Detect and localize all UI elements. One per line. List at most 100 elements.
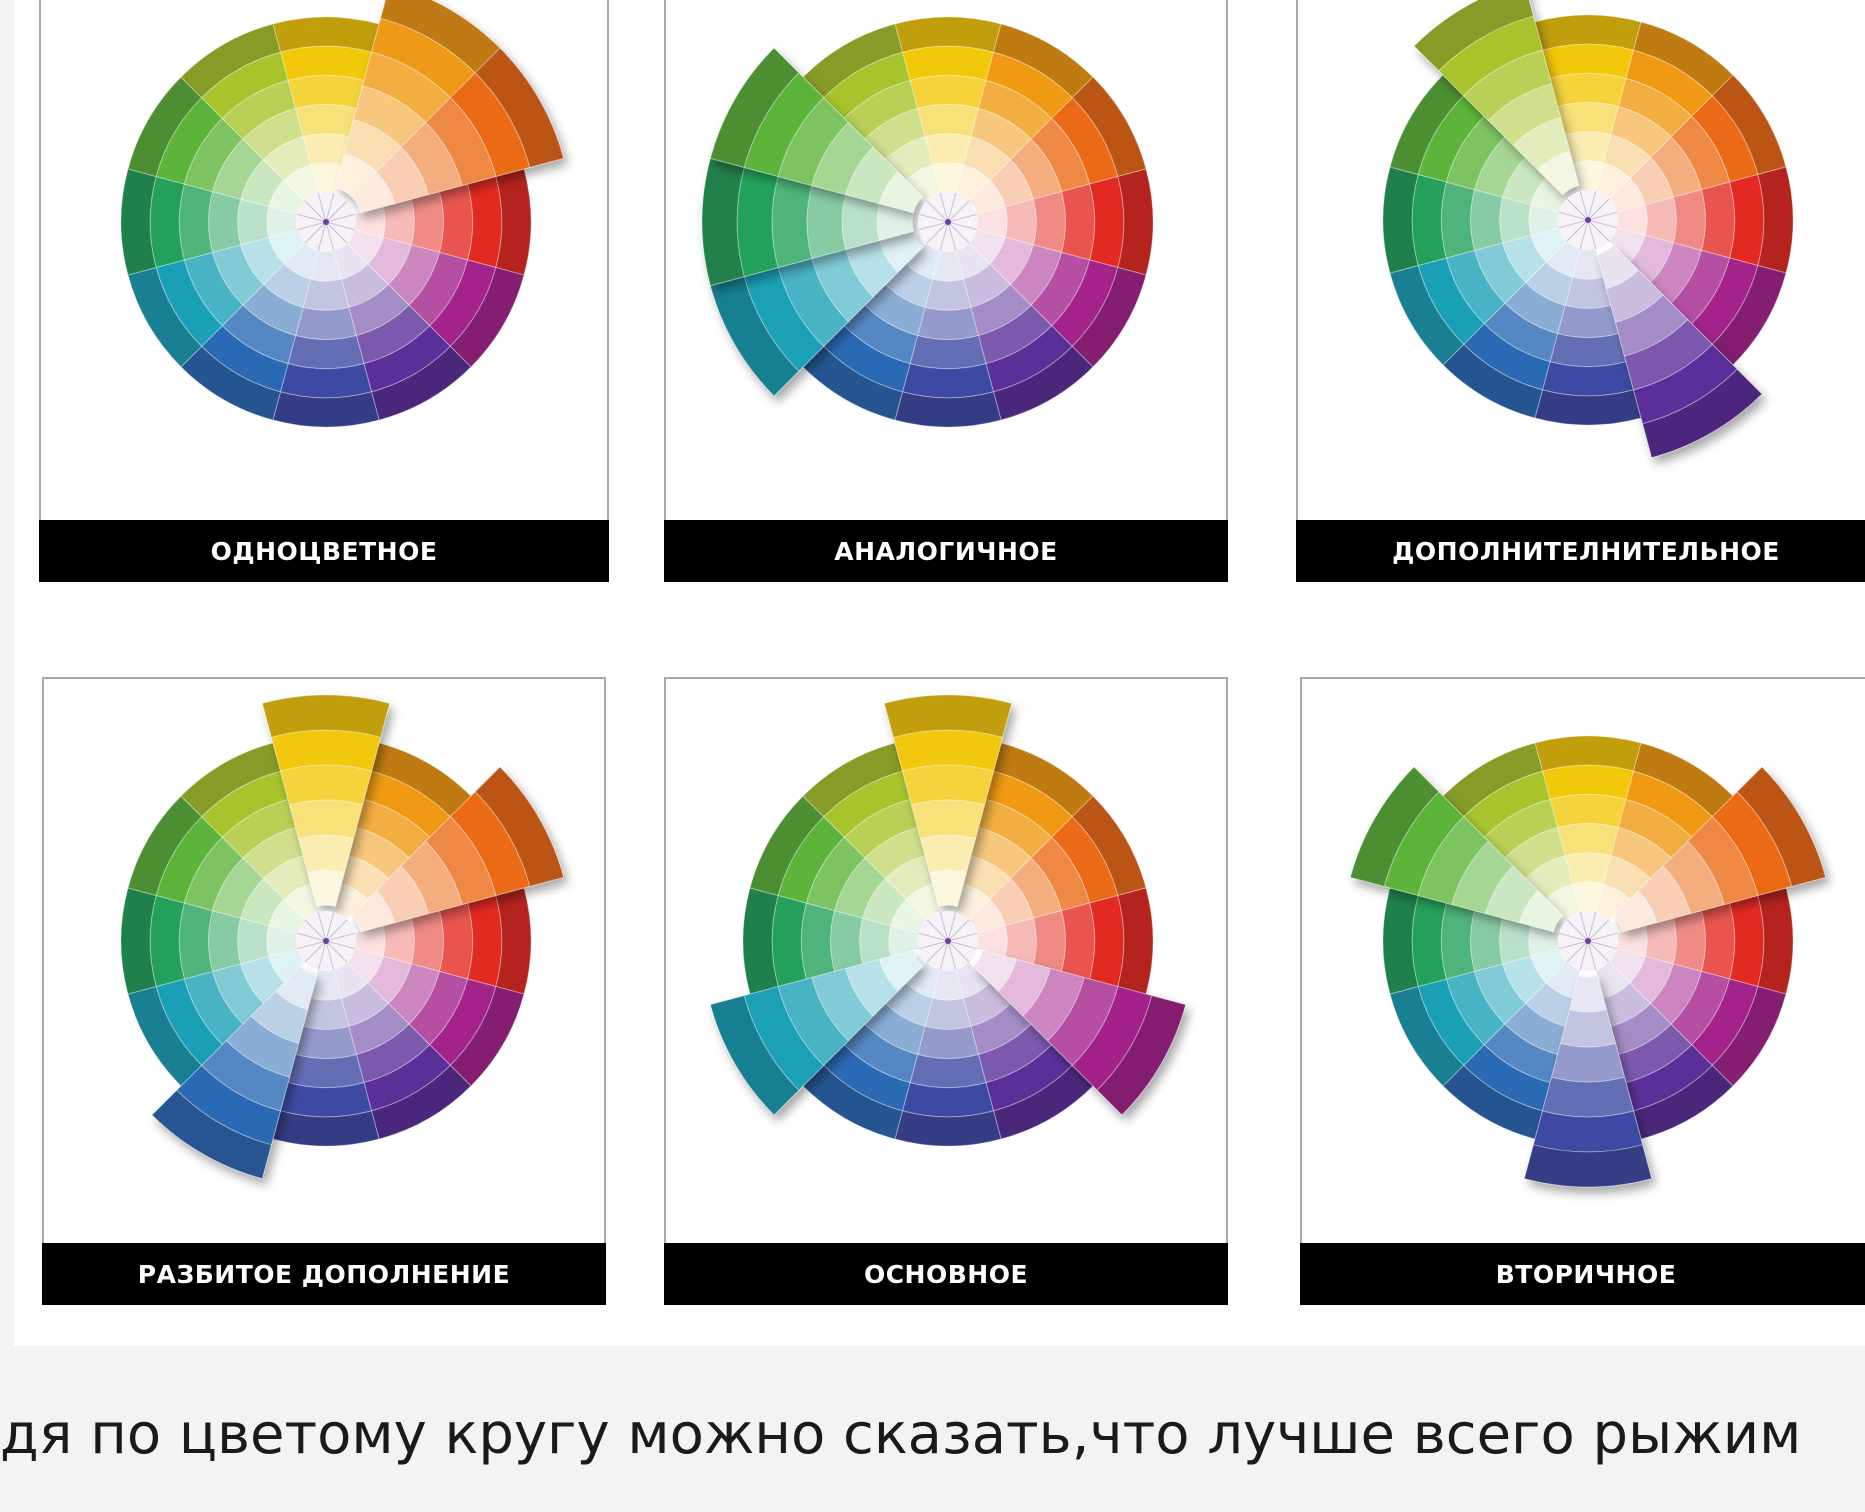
wheel-segment — [354, 168, 532, 276]
wheel-cell — [1089, 894, 1125, 988]
wheel-cell — [709, 47, 800, 169]
wheel-cell — [438, 183, 474, 261]
harmony-card-analogous: АНАЛОГИЧНОЕ — [664, 0, 1228, 582]
wheel-segment — [1616, 887, 1794, 995]
wheel-cell — [1060, 183, 1096, 261]
wheel-cell — [1462, 323, 1551, 391]
wheel-cell — [1549, 793, 1627, 829]
harmony-label: ОДНОЦВЕТНОЕ — [39, 520, 609, 582]
primary-triad-color-wheel-icon — [709, 694, 1187, 1147]
wheel-segment — [976, 887, 1154, 995]
wheel-cell — [771, 175, 813, 269]
wheel-hub-spoke — [317, 911, 327, 942]
wheel-cell — [180, 345, 282, 421]
wheel-cell — [1700, 902, 1736, 980]
wheel-center-dot — [323, 219, 329, 225]
wheel-hub-spoke — [947, 940, 957, 971]
wheel-cell — [149, 175, 185, 269]
wheel-cell — [270, 729, 382, 772]
wheel-hub-spoke — [296, 213, 327, 223]
wheel-cell — [1700, 181, 1736, 259]
wheel-segment — [151, 965, 318, 1180]
harmony-label: АНАЛОГИЧНОЕ — [664, 520, 1228, 582]
wheel-hub-spoke — [926, 221, 949, 244]
wheel-cell — [1644, 196, 1677, 244]
wheel-hub-spoke — [325, 200, 348, 223]
wheel-cell — [806, 184, 847, 260]
wheel-segment — [127, 795, 306, 934]
wheel-cell — [910, 799, 986, 840]
wheel-cell — [1541, 764, 1635, 800]
wheel-hub-spoke — [947, 940, 978, 950]
complementary-color-wheel-icon — [1382, 0, 1794, 459]
wheel-cell — [894, 16, 1002, 53]
wheel-cell — [1442, 742, 1544, 818]
wheel-segment — [120, 887, 298, 995]
wheel-cell — [924, 278, 972, 311]
wheel-segment — [1382, 887, 1560, 995]
wheel-cell — [382, 917, 415, 965]
wheel-cell — [883, 694, 1013, 738]
secondary-triad-color-wheel-icon — [1349, 735, 1827, 1188]
wheel-cell — [1564, 131, 1612, 164]
wheel-cell — [1523, 1144, 1653, 1188]
wheel-hub-spoke — [1579, 190, 1589, 221]
wheel-segment — [955, 23, 1094, 202]
wheel-cell — [221, 304, 297, 365]
wheel-segment — [272, 16, 380, 194]
color-harmony-sheet: ОДНОЦВЕТНОЕ АНАЛОГИЧНОЕ ДОПОЛНИТЕЛНИТЕЛЬ… — [14, 0, 1865, 1346]
wheel-cell — [262, 136, 312, 181]
wheel-hub-spoke — [325, 940, 335, 971]
wheel-segment — [1349, 766, 1564, 933]
wheel-cell — [1534, 14, 1642, 51]
wheel-cell — [1382, 166, 1419, 274]
wheel-segment — [1616, 166, 1794, 274]
wheel-cell — [1411, 173, 1447, 267]
wheel-hub-spoke — [296, 932, 327, 942]
wheel-hub-spoke — [1587, 219, 1610, 242]
wheel-cell — [909, 334, 987, 370]
wheel-cell — [272, 391, 380, 428]
wheel-cell — [822, 51, 911, 119]
wheel-segment — [127, 948, 306, 1087]
wheel-hub-spoke — [947, 221, 978, 231]
harmony-label: ОСНОВНОЕ — [664, 1243, 1228, 1305]
wheel-cell — [294, 104, 358, 138]
wheel-hub-spoke — [947, 940, 970, 963]
wheel-hub-spoke — [939, 940, 949, 971]
wheel-cell — [892, 729, 1004, 772]
wheel-segment — [955, 961, 1094, 1140]
wheel-cell — [1032, 190, 1066, 254]
wheel-center-dot — [323, 938, 329, 944]
wheel-cell — [1672, 188, 1706, 252]
wheel-cell — [742, 887, 779, 995]
wheel-hub-spoke — [325, 940, 356, 950]
wheel-cell — [1549, 72, 1627, 108]
wheel-hub-spoke — [918, 940, 949, 950]
wheel-cell — [1349, 766, 1440, 888]
wheel-hub-spoke — [1587, 219, 1618, 229]
wheel-cell — [924, 997, 972, 1030]
wheel-cell — [1644, 917, 1677, 965]
wheel-cell — [297, 834, 355, 874]
wheel-hub-spoke — [926, 919, 949, 942]
wheel-cell — [909, 74, 987, 110]
wheel-cell — [302, 278, 350, 311]
wheel-segment — [709, 230, 924, 397]
wheel-hub-spoke — [918, 221, 949, 231]
wheel-cell — [1504, 826, 1566, 880]
wheel-cell — [1550, 1042, 1626, 1083]
wheel-hub-spoke — [1587, 219, 1597, 250]
wheel-segment — [333, 961, 472, 1140]
wheel-segment — [1442, 240, 1581, 419]
wheel-cell — [1504, 1002, 1566, 1056]
wheel-cell — [208, 909, 242, 973]
wheel-hub-spoke — [1587, 911, 1597, 942]
wheel-hub-spoke — [325, 932, 356, 942]
wheel-cell — [151, 1089, 273, 1180]
wheel-cell — [1442, 343, 1544, 419]
wheel-hub-spoke — [1566, 940, 1589, 963]
wheel-cell — [1625, 49, 1714, 117]
wheel-hub-spoke — [1579, 219, 1589, 250]
caption-text: дя по цветому кругу можно сказать,что лу… — [0, 1402, 1802, 1467]
